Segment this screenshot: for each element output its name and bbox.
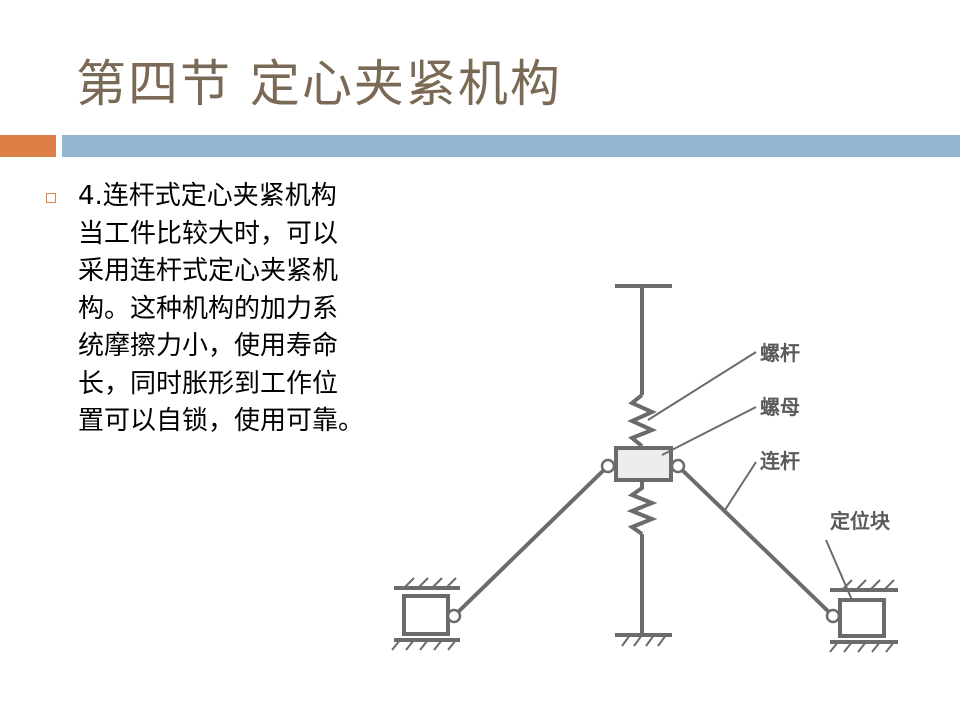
- body-line-5: 统摩擦力小，使用寿命: [78, 331, 339, 361]
- body-line-3: 采用连杆式定心夹紧机: [78, 256, 339, 286]
- left-link: [453, 464, 610, 617]
- body-line-2: 当工件比较大时，可以: [78, 218, 339, 249]
- screw-leader: [647, 351, 757, 421]
- body-line-1: 4.连杆式定心夹紧机构: [78, 181, 337, 211]
- left-pivot-bottom: [446, 608, 462, 624]
- right-link: [676, 464, 834, 617]
- label-locator: 定位块: [830, 509, 891, 533]
- slide-title: 第四节 定心夹紧机构: [76, 55, 562, 113]
- title-underline-orange: [0, 135, 56, 157]
- lower-spring: [626, 480, 658, 536]
- right-pivot-top: [670, 458, 686, 474]
- link-leader: [724, 461, 757, 511]
- linkage-clamp-diagram: 螺杆 螺母 连杆 定位块: [391, 284, 898, 653]
- body-line-7: 置可以自锁，使用可靠。: [78, 406, 365, 436]
- label-nut: 螺母: [760, 395, 800, 419]
- label-screw: 螺杆: [760, 341, 800, 365]
- left-pivot-top: [600, 458, 616, 474]
- title-underline-blue: [62, 135, 960, 157]
- nut-block: [614, 446, 673, 482]
- body-text: 4.连杆式定心夹紧机构 当工件比较大时，可以 采用连杆式定心夹紧机 构。这种机构…: [78, 178, 418, 441]
- nut-leader: [661, 406, 757, 456]
- square-bullet-icon: [46, 193, 56, 203]
- label-link: 连杆: [760, 449, 800, 473]
- left-block: [402, 594, 450, 636]
- right-pivot-bottom: [825, 608, 841, 624]
- upper-spring: [627, 393, 658, 448]
- locator-leader: [825, 539, 853, 601]
- right-block: [838, 598, 886, 638]
- body-line-6: 长，同时胀形到工作位: [78, 368, 339, 399]
- body-line-4: 构。这种机构的加力系: [78, 293, 339, 324]
